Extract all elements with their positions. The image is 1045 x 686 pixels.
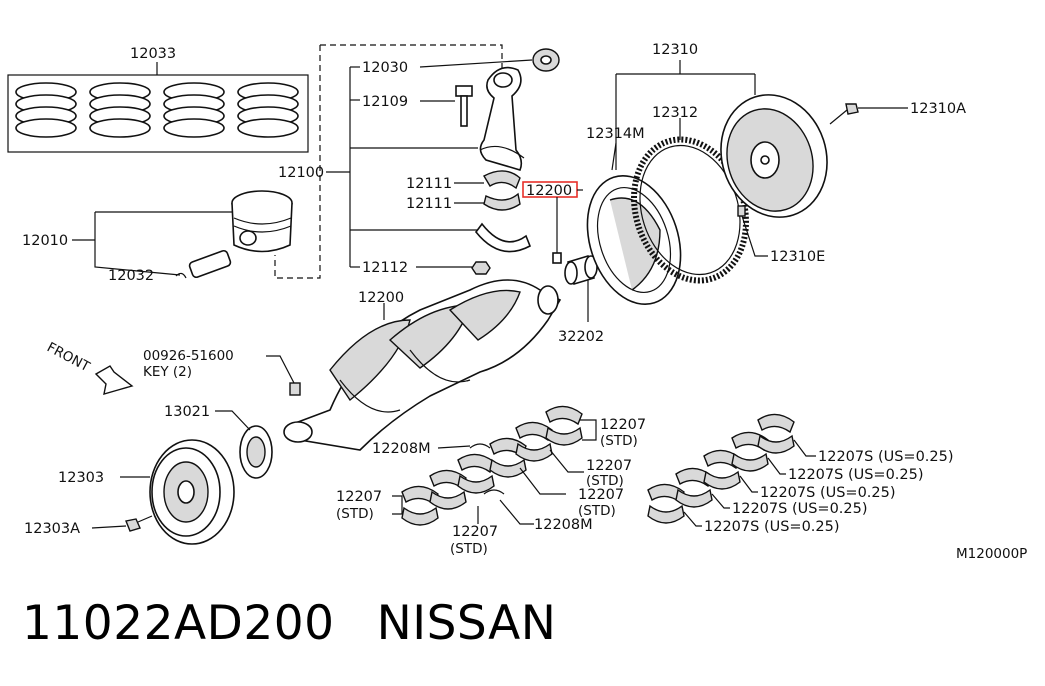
bracket-12100 <box>326 66 478 268</box>
callout-12207-e-std[interactable]: (STD) <box>450 541 488 557</box>
flywheel-12310[interactable] <box>705 81 842 231</box>
main-bearings-undersize[interactable] <box>647 413 795 524</box>
callout-00926-51600[interactable]: 00926-51600 <box>143 348 234 364</box>
drive-plate-12314m[interactable] <box>572 164 696 317</box>
callout-12310e[interactable]: 12310E <box>770 249 825 265</box>
callout-key-qty[interactable]: KEY (2) <box>143 364 192 380</box>
dowel-12310e[interactable] <box>737 205 746 217</box>
callout-12207-c-std[interactable]: (STD) <box>578 503 616 519</box>
ring-stack-3 <box>163 82 225 138</box>
callout-12030[interactable]: 12030 <box>362 60 408 76</box>
callout-12310a[interactable]: 12310A <box>910 101 966 117</box>
callout-12207-a[interactable]: 12207 <box>600 417 646 433</box>
callout-12207-b-std[interactable]: (STD) <box>586 473 624 489</box>
crank-pulley-12303[interactable] <box>149 439 235 545</box>
piston-ring-set[interactable] <box>7 62 309 153</box>
callout-12207s-4[interactable]: 12207S (US=0.25) <box>732 501 868 517</box>
callout-12100[interactable]: 12100 <box>278 165 324 181</box>
main-bearings-std[interactable] <box>401 405 583 526</box>
callout-12200[interactable]: 12200 <box>358 290 404 306</box>
rod-bolt-12109[interactable] <box>455 85 473 127</box>
bearing-upper-12111[interactable] <box>483 170 521 190</box>
part-number[interactable]: 11022AD200 <box>22 596 335 651</box>
callout-12033[interactable]: 12033 <box>130 46 176 62</box>
ring-stack-4 <box>237 82 299 138</box>
ring-stack-1 <box>15 82 77 138</box>
callout-12111-upper[interactable]: 12111 <box>406 176 452 192</box>
brand-name: NISSAN <box>376 596 557 651</box>
callout-12207s-1[interactable]: 12207S (US=0.25) <box>818 449 954 465</box>
sprocket-13021[interactable] <box>239 425 273 479</box>
callout-12208m-upper[interactable]: 12208M <box>372 441 431 457</box>
callout-12312[interactable]: 12312 <box>652 105 698 121</box>
callout-12207s-2[interactable]: 12207S (US=0.25) <box>788 467 924 483</box>
pilot-pin <box>552 252 562 264</box>
callout-12112[interactable]: 12112 <box>362 260 408 276</box>
rod-cap[interactable] <box>474 222 532 253</box>
callout-12207-d[interactable]: 12207 <box>336 489 382 505</box>
bearing-lower-12111[interactable] <box>483 192 521 211</box>
callout-12314m[interactable]: 12314M <box>586 126 645 142</box>
callout-32202[interactable]: 32202 <box>558 329 604 345</box>
callout-12207s-5[interactable]: 12207S (US=0.25) <box>704 519 840 535</box>
callout-12032[interactable]: 12032 <box>108 268 154 284</box>
diagram-code: M120000P <box>956 546 1027 562</box>
callout-12200-highlight[interactable]: 12200 <box>526 183 572 199</box>
callout-12109[interactable]: 12109 <box>362 94 408 110</box>
callout-12207-a-std[interactable]: (STD) <box>600 433 638 449</box>
crankshaft-12200[interactable] <box>283 279 562 451</box>
bushing-12030[interactable] <box>532 48 560 72</box>
ring-stack-2 <box>89 82 151 138</box>
callout-12208m-lower[interactable]: 12208M <box>534 517 593 533</box>
callout-12310[interactable]: 12310 <box>652 42 698 58</box>
pulley-bolt-12303a[interactable] <box>125 515 153 532</box>
callout-12303a[interactable]: 12303A <box>24 521 80 537</box>
connecting-rod-group <box>274 44 503 279</box>
footer-caption: 11022AD200 NISSAN <box>22 596 556 651</box>
highlighted-part-12200[interactable]: 12200 <box>522 181 583 255</box>
callout-12303[interactable]: 12303 <box>58 470 104 486</box>
callout-12207-c[interactable]: 12207 <box>578 487 624 503</box>
callout-13021[interactable]: 13021 <box>164 404 210 420</box>
flywheel-bolt-12310a[interactable] <box>829 103 859 125</box>
front-arrow-icon: FRONT <box>44 339 134 395</box>
callout-12207-b[interactable]: 12207 <box>586 458 632 474</box>
callout-12207s-3[interactable]: 12207S (US=0.25) <box>760 485 896 501</box>
rod-nut-12112[interactable] <box>471 261 491 275</box>
pilot-bushing-32202[interactable] <box>564 254 598 286</box>
piston-pin-12032[interactable] <box>175 249 232 279</box>
front-label: FRONT <box>44 339 93 375</box>
piston-12010[interactable] <box>231 190 293 253</box>
callout-12207-d-std[interactable]: (STD) <box>336 506 374 522</box>
connecting-rod[interactable] <box>479 66 525 171</box>
callout-12010[interactable]: 12010 <box>22 233 68 249</box>
callout-12111-lower[interactable]: 12111 <box>406 196 452 212</box>
callout-12207-e[interactable]: 12207 <box>452 524 498 540</box>
woodruff-key[interactable] <box>289 382 301 396</box>
